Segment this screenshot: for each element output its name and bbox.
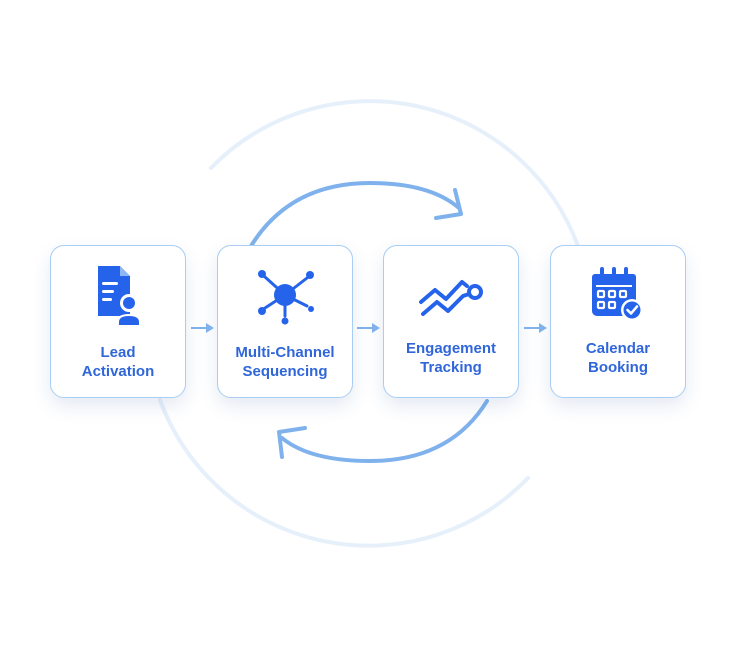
step-card-lead-activation: Lead Activation bbox=[50, 245, 186, 398]
trend-line-icon bbox=[419, 280, 483, 316]
step-label: Lead Activation bbox=[81, 344, 155, 380]
cycle-arrow-bottom bbox=[280, 399, 489, 464]
connector-arrow-icon bbox=[357, 323, 380, 333]
step-card-multi-channel-sequencing: Multi-Channel Sequencing bbox=[217, 245, 353, 398]
step-label: Multi-Channel Sequencing bbox=[235, 344, 335, 380]
outer-ring-arc-upper bbox=[209, 99, 580, 248]
cycle-arrow-top bbox=[249, 180, 461, 248]
connector-arrow-icon bbox=[191, 323, 214, 333]
step-label: Calendar Booking bbox=[585, 340, 651, 376]
step-card-engagement-tracking: Engagement Tracking bbox=[383, 245, 519, 398]
calendar-check-icon bbox=[592, 267, 643, 321]
step-card-calendar-booking: Calendar Booking bbox=[550, 245, 686, 398]
outer-ring-arc-lower bbox=[158, 398, 530, 548]
cycle-arrow-bottom-head bbox=[277, 426, 307, 459]
network-hub-icon bbox=[258, 270, 314, 325]
connector-arrow-icon bbox=[524, 323, 547, 333]
lead-document-person-icon bbox=[98, 266, 141, 326]
step-label: Engagement Tracking bbox=[405, 340, 496, 376]
cycle-arrow-top-head bbox=[434, 188, 463, 220]
